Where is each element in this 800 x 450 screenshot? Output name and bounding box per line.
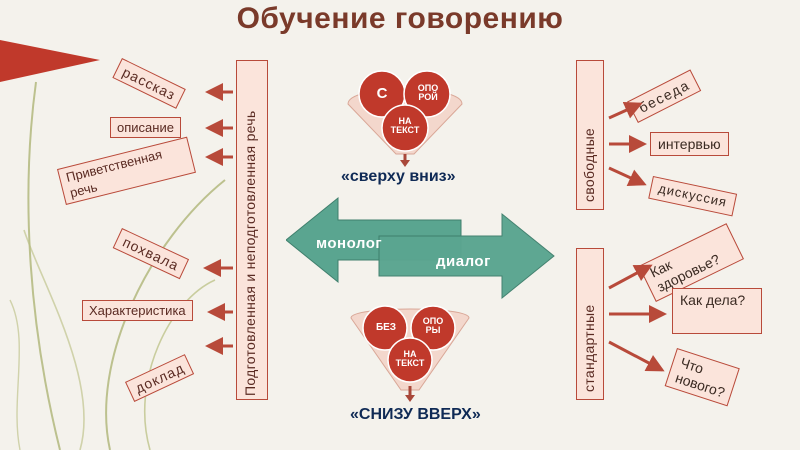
arrow-right-3 [608, 166, 647, 186]
double-arrow [286, 196, 555, 300]
top-circle-3: НА ТЕКСТ [390, 116, 420, 136]
right-item-interview: интервью [650, 132, 729, 157]
bottom-circle-2: ОПО РЫ [422, 316, 444, 336]
bottom-caption: «СНИЗУ ВВЕРХ» [350, 406, 481, 423]
arrow-right-1 [608, 101, 643, 120]
left-item-description: описание [110, 117, 181, 138]
arrow-right-4 [608, 264, 653, 290]
dialogue-arrow [378, 212, 555, 300]
top-caption: «сверху вниз» [341, 168, 456, 185]
free-bar [576, 60, 604, 210]
top-circle-1: С [376, 85, 388, 102]
top-funnel [347, 70, 463, 167]
bottom-circle-1: БЕЗ [375, 322, 397, 333]
right-item-how-are-you: Как дела? [672, 288, 762, 334]
left-item-characteristic: Характеристика [82, 300, 193, 321]
corner-triangle [0, 40, 100, 82]
standard-bar [576, 248, 604, 400]
page-title: Обучение говорению [236, 2, 564, 35]
monologue-label: монолог [316, 235, 383, 252]
bottom-circle-3: НА ТЕКСТ [395, 349, 425, 369]
dialogue-label: диалог [436, 253, 491, 270]
bottom-funnel [350, 305, 470, 402]
vertical-label-bar [236, 60, 268, 400]
top-circle-2: ОПО РОЙ [417, 83, 439, 103]
arrow-right-6 [608, 340, 665, 372]
